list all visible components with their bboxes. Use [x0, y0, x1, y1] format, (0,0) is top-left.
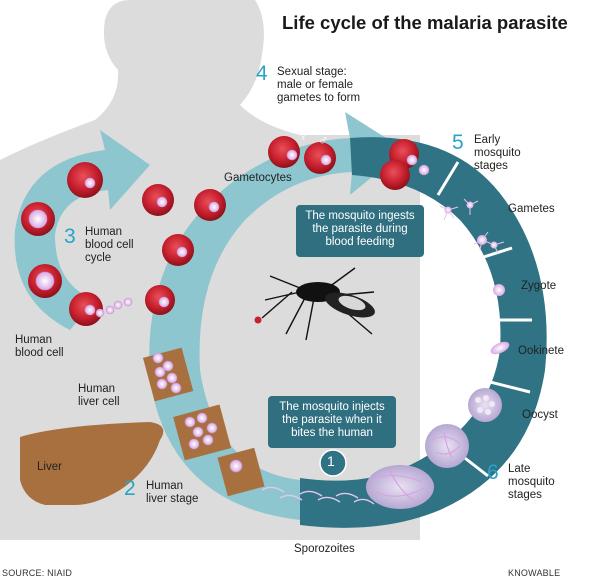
mosquito	[261, 267, 375, 341]
sporozoites-label: Sporozoites	[294, 543, 355, 555]
liver-shape	[20, 422, 164, 505]
stage-5-label: Early mosquito stages	[474, 134, 521, 172]
stage-6-label: Late mosquito stages	[508, 463, 555, 501]
stage-icons	[366, 198, 510, 509]
page-title: Life cycle of the malaria parasite	[282, 12, 568, 33]
human-blood-cell-label: Human blood cell	[15, 334, 64, 359]
stage-3-number: 3	[64, 225, 76, 248]
male-symbol: ♂	[318, 132, 329, 148]
inject-callout: The mosquito injects the parasite when i…	[268, 396, 396, 448]
stage-4-label: Sexual stage: male or female gametes to …	[277, 66, 361, 104]
ingest-callout: The mosquito ingests the parasite during…	[296, 205, 424, 257]
stage-5-number: 5	[452, 131, 464, 154]
stage-1-number: 1	[327, 453, 335, 469]
human-liver-cell-label: Human liver cell	[78, 383, 120, 408]
female-symbol: ♀	[298, 128, 309, 144]
credit-footer: KNOWABLE MAGAZINE	[508, 568, 561, 578]
liver-label: Liver	[37, 461, 62, 473]
stage-4-number: 4	[256, 62, 268, 85]
gametocytes-label: Gametocytes	[224, 172, 292, 184]
sporozoites	[261, 486, 375, 505]
ookinete-label: Ookinete	[518, 345, 565, 357]
gametes-label: Gametes	[508, 203, 555, 215]
stage-2-number: 2	[124, 477, 136, 500]
oocyst-label: Oocyst	[522, 409, 558, 421]
stage-2-label: Human liver stage	[146, 480, 199, 505]
source-footer: SOURCE: NIAID	[2, 568, 73, 578]
stage-3-label: Human blood cell cycle	[85, 226, 134, 264]
zygote-label: Zygote	[521, 280, 557, 292]
stage-6-number: 6	[487, 461, 499, 484]
mosquito-ring	[300, 137, 547, 528]
